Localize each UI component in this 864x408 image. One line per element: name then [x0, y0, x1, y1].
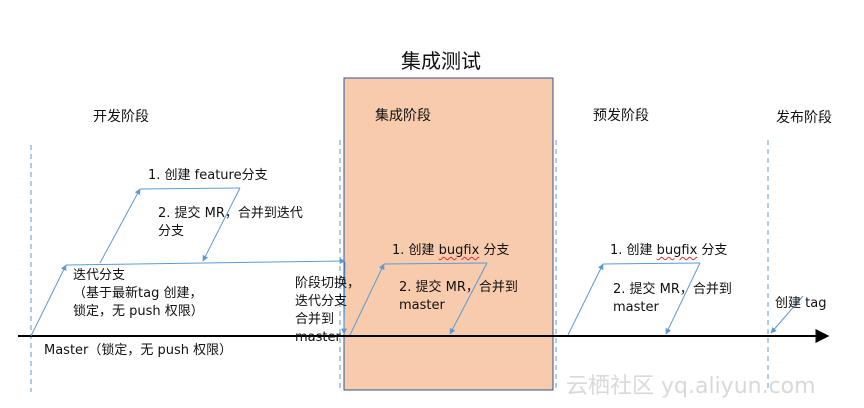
integ-bugfix-line: [383, 262, 488, 265]
stage-switch-label-line2: 迭代分支: [295, 294, 348, 309]
create-tag-label: 创建 tag: [775, 296, 827, 311]
stage-switch-label-line3: 合并到: [295, 312, 335, 327]
integration-stage-box: [343, 77, 554, 391]
stage-switch-label-line4: master: [295, 330, 341, 345]
integ-create-bugfix-word: bugfix: [438, 243, 480, 258]
stage-switch-merge-arrow: [341, 261, 348, 335]
pre-create-suffix: 分支: [697, 243, 728, 258]
phase-label-integration: 集成阶段: [375, 108, 431, 124]
feature-branch-arrow: [99, 188, 141, 264]
stage-switch-label-line1: 阶段切换，: [295, 276, 361, 291]
iteration-branch-label-line1: 迭代分支: [73, 268, 126, 283]
pre-bugfix-line: [602, 262, 701, 265]
pre-create-prefix: 1. 创建: [610, 243, 657, 258]
iteration-branch-arrow: [30, 264, 67, 337]
integ-submit-mr-label-line1: 2. 提交 MR，合并到: [399, 280, 518, 295]
phase-label-dev: 开发阶段: [93, 109, 149, 125]
pre-submit-mr-label-line1: 2. 提交 MR，合并到: [613, 282, 732, 297]
pre-bugfix-create-arrow: [567, 263, 604, 336]
watermark: 云栖社区 yq.aliyun.com: [566, 374, 816, 399]
integ-submit-mr-label-line2: master: [399, 298, 445, 313]
create-feature-label: 1. 创建 feature分支: [148, 168, 268, 183]
pre-create-bugfix-label: 1. 创建 bugfix 分支: [610, 242, 727, 259]
iteration-branch-line: [65, 258, 346, 266]
integ-bugfix-merge-arrow: [449, 262, 488, 335]
pre-submit-mr-label-line2: master: [613, 300, 659, 315]
master-label: Master（锁定，无 push 权限）: [44, 343, 233, 358]
feature-branch-line: [139, 187, 241, 190]
phase-label-release: 发布阶段: [776, 110, 832, 126]
iteration-branch-label-line2: （基于最新tag 创建，: [73, 286, 203, 301]
submit-mr-dev-label-line2: 分支: [158, 224, 185, 239]
integ-create-bugfix-label: 1. 创建 bugfix 分支: [392, 242, 509, 259]
iteration-branch-label-line3: 锁定，无 push 权限）: [73, 304, 204, 319]
pre-create-bugfix-word: bugfix: [656, 243, 698, 258]
submit-mr-dev-label-line1: 2. 提交 MR，合并到迭代: [158, 206, 303, 221]
feature-merge-arrow: [202, 187, 241, 262]
diagram-title: 集成测试: [401, 49, 481, 73]
pre-bugfix-merge-arrow: [665, 262, 701, 335]
integ-create-suffix: 分支: [479, 243, 510, 258]
integ-create-prefix: 1. 创建: [392, 243, 439, 258]
phase-label-prerelease: 预发阶段: [593, 108, 649, 124]
integ-bugfix-create-arrow: [349, 263, 385, 336]
create-tag-arrow: [770, 295, 804, 334]
